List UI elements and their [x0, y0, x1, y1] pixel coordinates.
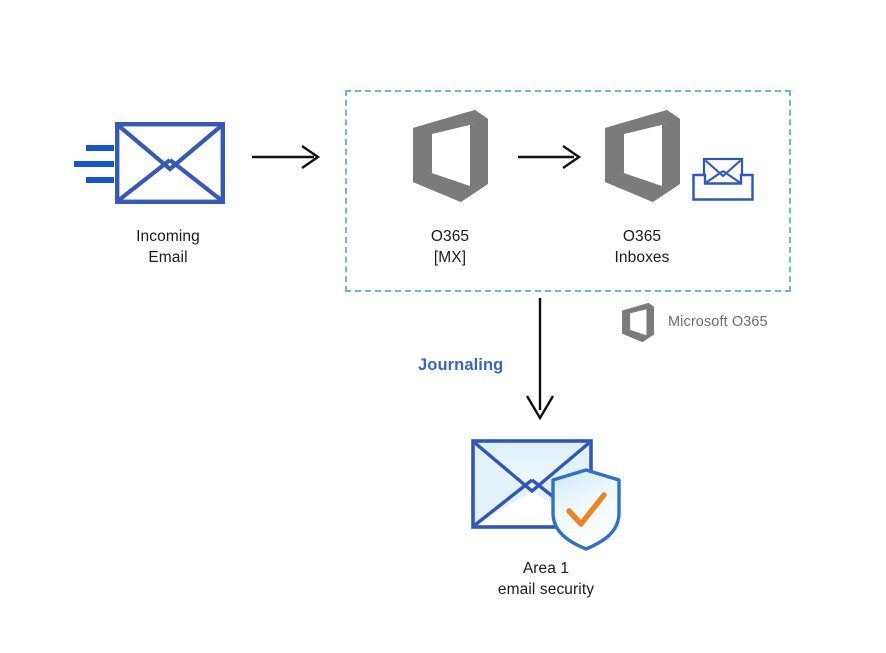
journaling-edge-label: Journaling [418, 356, 504, 374]
shielded-envelope-icon [471, 439, 621, 551]
incoming-email-label: Incoming Email [136, 228, 200, 266]
speed-lines-icon [74, 145, 114, 183]
o365-inboxes-label: O365 Inboxes [614, 228, 670, 266]
inbox-tray-icon [692, 157, 754, 201]
arrow-mx-to-inboxes [518, 145, 582, 169]
arrow-incoming-to-mx [252, 145, 321, 169]
microsoft-o365-boundary-region [345, 90, 791, 292]
legend-item-microsoft-o365: Microsoft O365 [668, 314, 768, 330]
arrow-inboxes-to-area1 [525, 298, 555, 421]
area1-label: Area 1 email security [497, 560, 595, 598]
office-365-icon [413, 110, 488, 202]
office-365-icon [622, 303, 654, 343]
o365-mx-label: O365 [MX] [430, 228, 470, 266]
envelope-icon [115, 122, 225, 204]
office-365-icon [605, 110, 680, 202]
